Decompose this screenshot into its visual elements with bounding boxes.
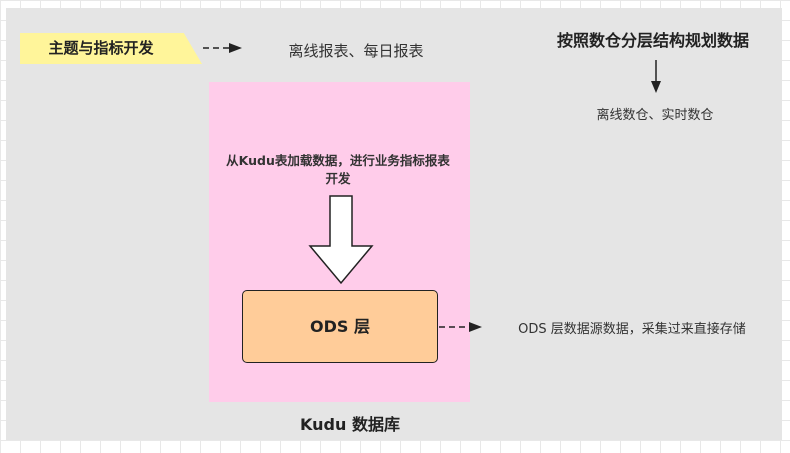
big-down-arrow <box>308 195 374 285</box>
theme-tag-label: 主题与指标开发 <box>48 39 154 57</box>
dashed-arrow-theme <box>203 43 242 53</box>
ods-description-label: ODS 层数据源数据，采集过来直接存储 <box>518 322 746 337</box>
load-note: 从Kudu表加载数据，进行业务指标报表开发 <box>226 153 450 186</box>
kudu-db-label: Kudu 数据库 <box>300 415 400 434</box>
ods-layer-box <box>242 290 438 363</box>
down-arrow-plan <box>651 60 661 93</box>
ods-layer-label: ODS 层 <box>310 317 370 336</box>
theme-tag-shape <box>20 33 202 64</box>
warehouse-types-label: 离线数仓、实时数仓 <box>596 108 714 123</box>
offline-reports-label: 离线报表、每日报表 <box>288 42 424 60</box>
plan-title: 按照数仓分层结构规划数据 <box>556 31 749 50</box>
dashed-arrow-ods <box>439 322 482 332</box>
